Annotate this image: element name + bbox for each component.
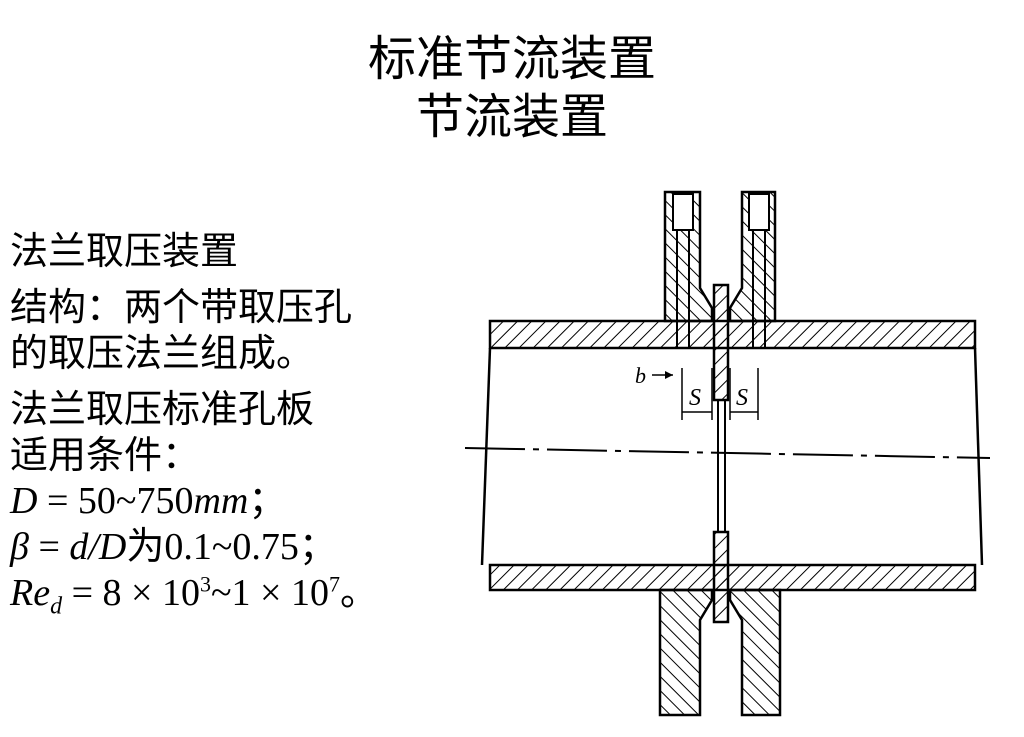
label-s-right: S (736, 385, 748, 411)
label-b: b (635, 363, 646, 388)
formula-d-unit: mm (193, 480, 249, 522)
pipe-wall-bottom (488, 563, 977, 592)
title-block: 标准节流装置 节流装置 (0, 30, 1024, 146)
formula-diameter: D = 50~750mm； (10, 478, 480, 524)
conditions-line-2: 适用条件： (10, 433, 201, 477)
label-s-left: S (689, 385, 701, 411)
structure-line-1: 结构：两个带取压孔 (10, 285, 353, 329)
formula-re-subscript: d (50, 593, 63, 620)
conditions-line-1: 法兰取压标准孔板 (10, 387, 315, 431)
formula-beta-ratio: d/D (69, 526, 127, 568)
formula-beta-symbol: β (10, 526, 29, 568)
formula-re-exp-2: 7 (328, 571, 340, 597)
formula-re-upper: ~1 × 10 (210, 572, 329, 614)
orifice-plate (712, 283, 730, 624)
flange-left-upper (663, 190, 714, 348)
formula-re-lower: = 8 × 10 (62, 572, 200, 614)
flange-tapping-diagram: b S S (464, 190, 991, 717)
formula-beta: β = d/D为0.1~0.75； (10, 524, 480, 570)
formula-reynolds: Red = 8 × 103~1 × 107。 (10, 570, 480, 619)
structure-line-2: 的取压法兰组成。 (10, 331, 315, 375)
formula-re-symbol: Re (10, 572, 51, 614)
dimension-annotations: b S S (635, 363, 759, 420)
formula-d-end: ； (248, 480, 287, 522)
pipe-wall-top (488, 319, 977, 350)
pipe-end-right (973, 347, 984, 566)
formula-d-range: = 50~750 (37, 480, 194, 522)
page-subtitle: 节流装置 (415, 89, 608, 145)
formula-re-exp-1: 3 (199, 571, 211, 597)
pipe-end-left (480, 347, 492, 566)
formula-d-var: D (10, 480, 38, 522)
centerline (464, 447, 991, 459)
flange-right-lower (728, 588, 782, 717)
formula-beta-eq: = (28, 526, 70, 568)
flange-right-upper (728, 190, 777, 348)
conditions-block: 法兰取压标准孔板 适用条件： D = 50~750mm； β = d/D为0.1… (10, 386, 480, 619)
structure-description: 结构：两个带取压孔 的取压法兰组成。 (10, 284, 480, 376)
page-title: 标准节流装置 (367, 31, 656, 87)
heading-flange-tapping: 法兰取压装置 (10, 229, 239, 273)
formula-beta-range: 为0.1~0.75； (126, 526, 337, 568)
flange-left-lower (658, 588, 714, 717)
formula-re-end: 。 (339, 572, 378, 614)
text-content: 法兰取压装置 结构：两个带取压孔 的取压法兰组成。 法兰取压标准孔板 适用条件：… (10, 228, 480, 619)
